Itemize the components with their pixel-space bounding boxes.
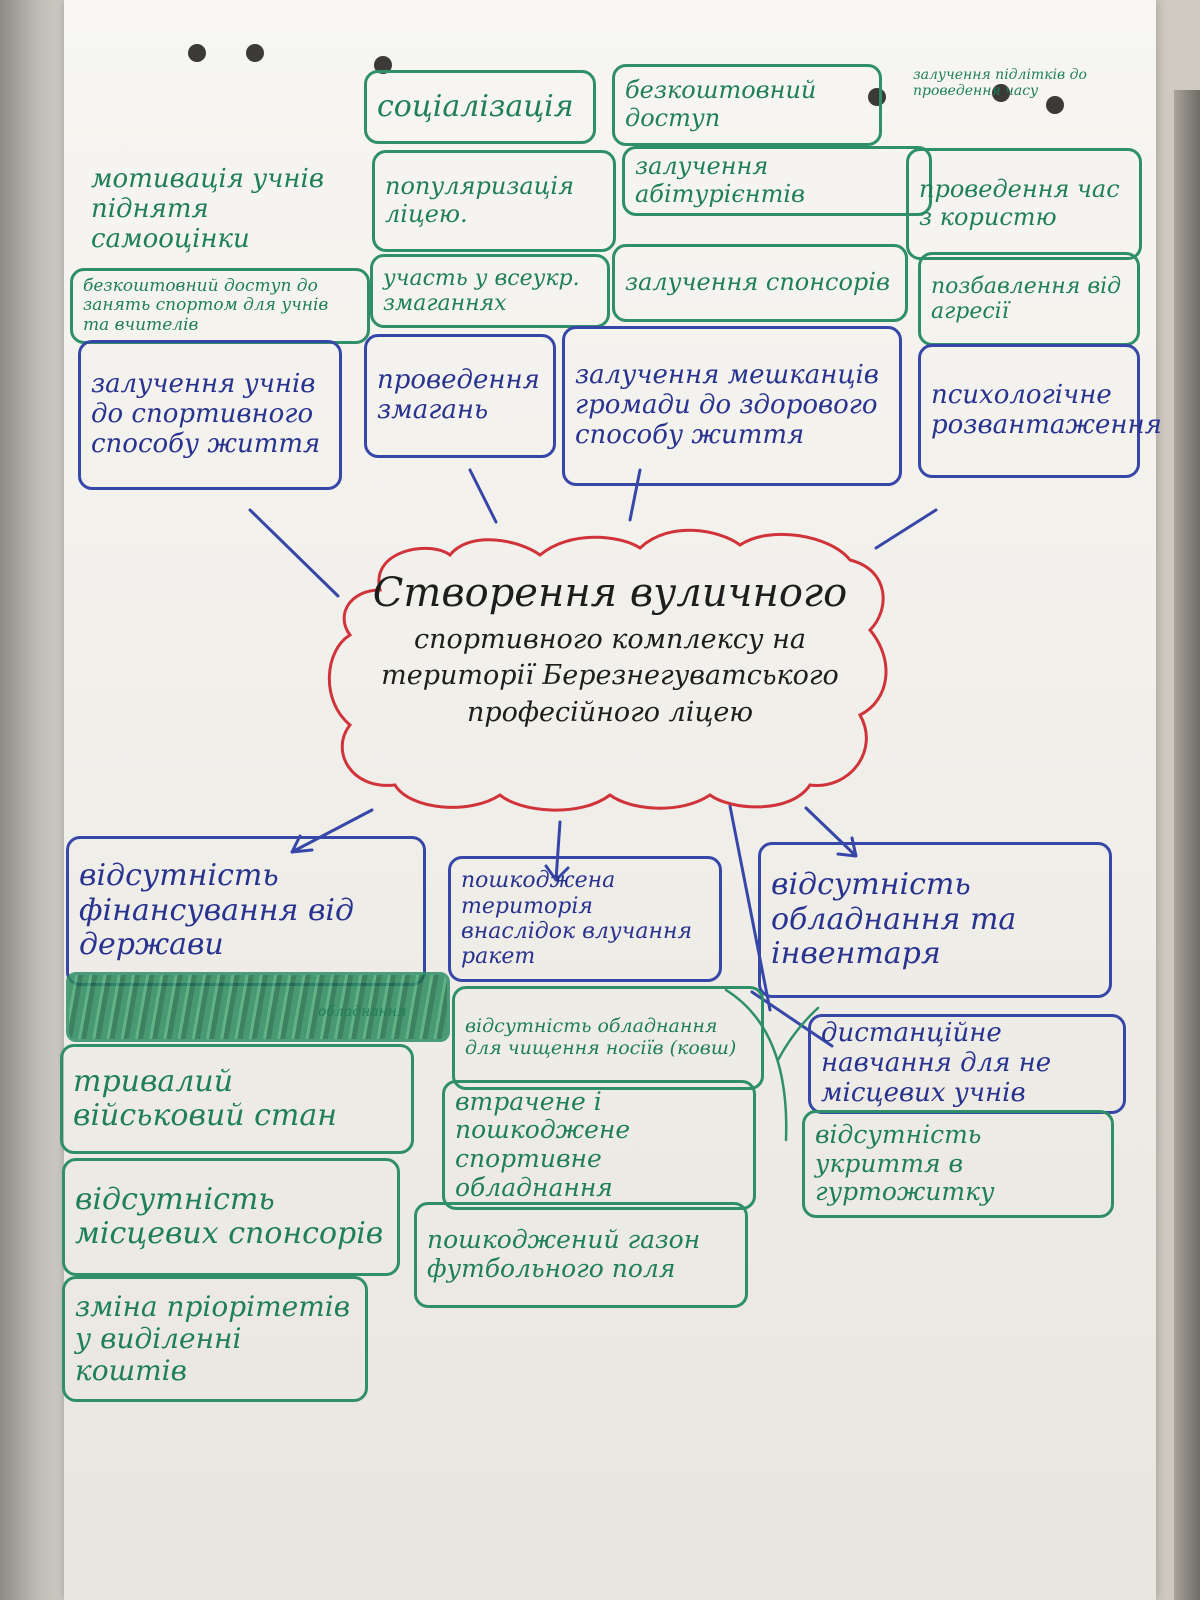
benefit-note: залучення підлітків до проведення часу (913, 67, 1087, 100)
benefit-note: залучення спонсорів (612, 244, 908, 322)
scribbled-out-note (66, 972, 450, 1042)
benefit-note: безкоштовний доступ (612, 64, 882, 146)
benefit-note: психологічне розвантаження (918, 344, 1162, 478)
benefit-note: мотивація учнів піднятя самооцінки (91, 164, 325, 254)
benefit-note: позбавлення від агресії (918, 252, 1140, 346)
benefit-note: залучення абітурієнтів (622, 146, 932, 216)
flipchart-sheet (64, 0, 1156, 1600)
benefit-note: проведення змагань (364, 334, 556, 458)
center-cloud-outline (327, 528, 888, 812)
connector-line (468, 468, 498, 524)
punch-hole (188, 44, 206, 62)
problem-note: зміна пріорітетів у виділенні коштів (62, 1276, 368, 1402)
benefit-note: залучення мешканців громади до здорового… (562, 326, 902, 486)
arrow-middle (544, 820, 570, 882)
punch-hole (992, 84, 1010, 102)
punch-hole (246, 44, 264, 62)
benefit-note: безкоштовний доступ до занять спортом дл… (70, 268, 370, 344)
benefit-note: проведення час з користю (906, 148, 1142, 260)
problem-note: відсутність місцевих спонсорів (62, 1158, 400, 1276)
central-topic-title: Створення вуличного (372, 570, 848, 616)
problem-note: відсутність обладнання та інвентаря (758, 842, 1112, 998)
problem-note: відсутність обладнання для чищення носії… (452, 986, 764, 1090)
problem-note: відсутність фінансування від держави (66, 836, 426, 986)
connector-line (874, 508, 938, 550)
problem-note: тривалий військовий стан (60, 1044, 414, 1154)
problem-note: дистанційне навчання для не місцевих учн… (808, 1014, 1126, 1114)
central-topic: Створення вуличного спортивного комплекс… (330, 520, 890, 810)
central-topic-line: території Березнегуватського (381, 660, 839, 692)
problem-note: пошкоджена територія внаслідок влучання … (448, 856, 722, 982)
benefit-note: популяризація ліцею. (372, 150, 616, 252)
problem-note: пошкоджений газон футбольного поля (414, 1202, 748, 1308)
problem-note: відсутність укриття в гуртожитку (802, 1110, 1114, 1218)
punch-hole (1046, 96, 1064, 114)
punch-hole (374, 56, 392, 74)
problem-note: втрачене і пошкоджене спортивне обладнан… (442, 1080, 756, 1210)
connector-line (628, 468, 642, 522)
connector-line (750, 990, 834, 1048)
connector-line (248, 508, 340, 598)
connector-line (724, 988, 788, 1142)
connector-line (776, 1006, 820, 1062)
connector-line (728, 804, 772, 1012)
benefit-note: залучення учнів до спортивного способу ж… (78, 340, 342, 490)
benefit-note: соціалізація (364, 70, 596, 144)
board-edge (1174, 90, 1200, 1600)
central-topic-line: професійного ліцею (466, 696, 754, 728)
benefit-note: участь у всеукр. змаганнях (370, 254, 610, 328)
central-topic-line: спортивного комплексу на (414, 624, 806, 655)
scribbled-out-label: обладнання (318, 1004, 407, 1020)
arrow-right (804, 806, 858, 858)
